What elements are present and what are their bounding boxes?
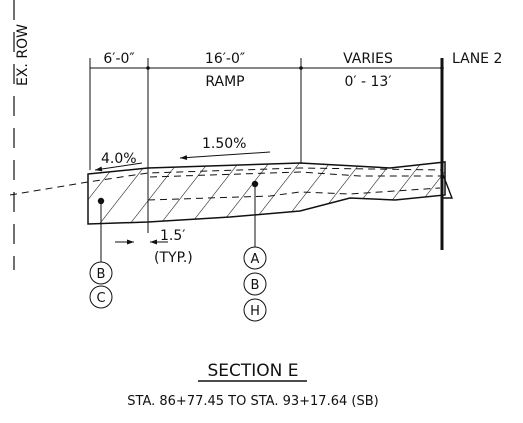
subgrade-line (147, 187, 441, 201)
callout-circle-h (243, 298, 267, 322)
section-title: SECTION E (207, 361, 298, 381)
lane-label: LANE 2 (452, 51, 502, 67)
callout-circle-a (243, 246, 267, 270)
callout-circle-b (89, 261, 113, 285)
callout-circle-b (243, 272, 267, 296)
offset-note-label: (TYP.) (154, 250, 193, 266)
ramp-label: RAMP (205, 74, 244, 90)
existing-pavement-wedge (441, 171, 454, 199)
callout-circle-c (89, 285, 113, 309)
section-station-label: STA. 86+77.45 TO STA. 93+17.64 (SB) (127, 394, 378, 409)
dimension-tick (299, 66, 303, 70)
existing-grade-line (149, 171, 442, 178)
callout-letter: B (97, 267, 106, 282)
varies-label: VARIES (343, 51, 393, 67)
callout-letter: B (251, 278, 260, 293)
dimension-tick (146, 66, 150, 70)
ramp-slope-arrow (179, 151, 271, 160)
shoulder-slope-arrow (94, 162, 143, 172)
shoulder-width-label: 6′-0″ (103, 51, 134, 67)
callout-letter: A (251, 252, 260, 267)
row-label: EX. ROW (15, 24, 31, 86)
ramp-slope-label: 1.50% (202, 136, 246, 152)
callout-letter: C (96, 291, 105, 306)
ramp-width-label: 16′-0″ (205, 51, 245, 67)
callout-letter: H (250, 304, 260, 319)
varies-range-label: 0′ - 13′ (344, 74, 391, 90)
offset-value-label: 1.5′ (160, 228, 185, 244)
shoulder-slope-label: 4.0% (101, 151, 137, 167)
pavement-section (87, 161, 446, 225)
existing-grade-line (9, 167, 443, 196)
